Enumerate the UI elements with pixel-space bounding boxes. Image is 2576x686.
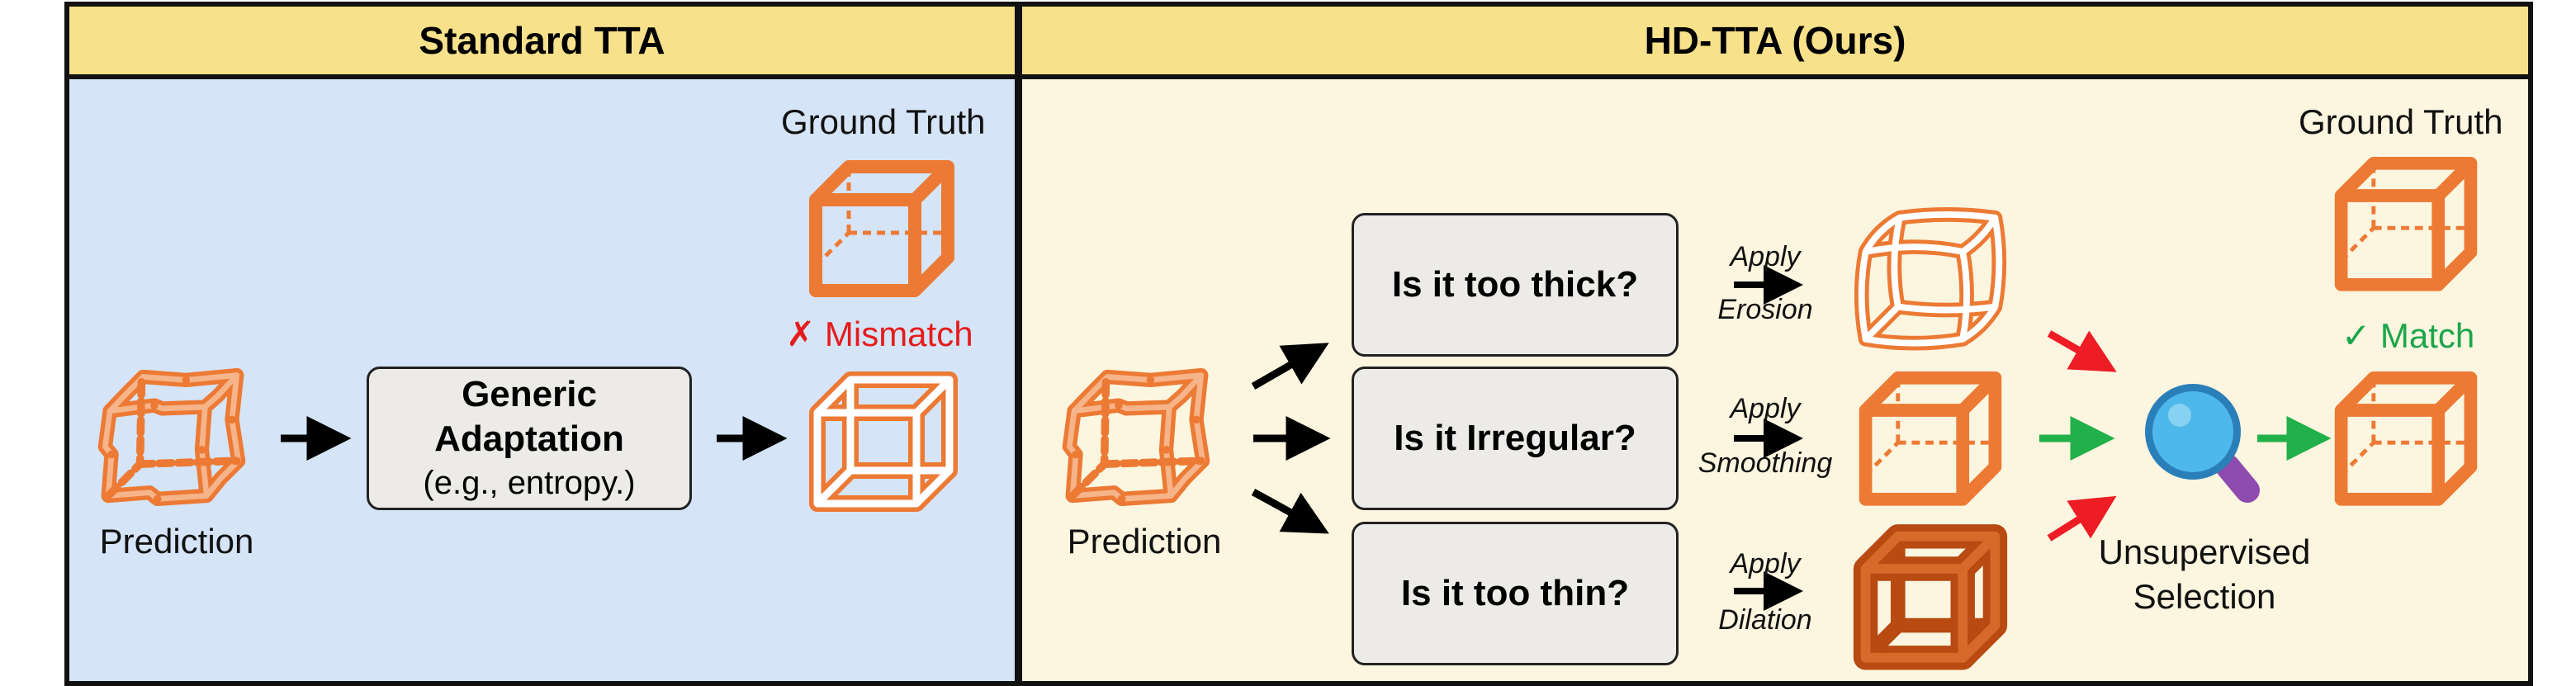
left-ground-truth-label: Ground Truth bbox=[781, 102, 986, 141]
eroded-cube bbox=[1862, 215, 2000, 343]
op2-verb: Apply bbox=[1730, 393, 1801, 424]
right-ground-truth-cube bbox=[2342, 163, 2471, 285]
mismatch-text: Mismatch bbox=[824, 315, 973, 353]
branch-arrow-up bbox=[1251, 343, 1329, 390]
question-box-thin: Is it too thin? bbox=[1352, 522, 1679, 665]
op1-name: Erosion bbox=[1717, 294, 1813, 325]
generic-adaptation-box: Generic Adaptation (e.g., entropy.) bbox=[367, 367, 692, 510]
standard-tta-title: Standard TTA bbox=[69, 7, 1015, 79]
question-irregular: Is it Irregular? bbox=[1394, 418, 1636, 458]
generic-adaptation-line2: Adaptation bbox=[434, 419, 624, 459]
match-icon: ✓ bbox=[2342, 316, 2371, 355]
right-prediction-label: Prediction bbox=[1067, 522, 1222, 561]
selection-line1: Unsupervised bbox=[2098, 532, 2311, 571]
selection-label: Unsupervised Selection bbox=[2099, 530, 2311, 619]
smoothed-cube bbox=[1866, 378, 1996, 499]
selected-output-cube bbox=[2342, 378, 2471, 499]
op3-verb: Apply bbox=[1730, 548, 1801, 580]
op3-name: Dilation bbox=[1718, 604, 1812, 636]
right-ground-truth-label: Ground Truth bbox=[2299, 102, 2503, 141]
op1-verb: Apply bbox=[1730, 241, 1801, 272]
question-box-thick: Is it too thick? bbox=[1352, 213, 1679, 357]
mismatch-icon: ✗ bbox=[786, 315, 816, 353]
left-prediction-label: Prediction bbox=[99, 522, 254, 561]
mismatch-label: ✗ Mismatch bbox=[786, 314, 973, 354]
match-text: Match bbox=[2379, 316, 2475, 355]
red-arrow-top bbox=[2047, 330, 2117, 372]
generic-adaptation-line1: Generic bbox=[462, 374, 597, 414]
left-ground-truth-cube bbox=[816, 167, 948, 291]
generic-adaptation-line3: (e.g., entropy.) bbox=[423, 465, 636, 501]
branch-arrow-down bbox=[1251, 489, 1329, 534]
dilated-cube bbox=[1866, 537, 1996, 658]
question-thick: Is it too thick? bbox=[1391, 264, 1639, 305]
left-prediction-cube bbox=[105, 376, 238, 504]
right-prediction-cube bbox=[1069, 376, 1202, 504]
question-box-irregular: Is it Irregular? bbox=[1352, 367, 1679, 510]
magnifier-icon bbox=[2145, 384, 2260, 503]
question-thin: Is it too thin? bbox=[1400, 573, 1630, 613]
hd-tta-title: HD-TTA (Ours) bbox=[1022, 7, 2528, 79]
op2-name: Smoothing bbox=[1698, 447, 1833, 479]
left-output-cube bbox=[817, 380, 949, 504]
selection-line2: Selection bbox=[2133, 577, 2276, 616]
red-arrow-bottom bbox=[2047, 495, 2117, 542]
match-label: ✓ Match bbox=[2342, 315, 2474, 356]
